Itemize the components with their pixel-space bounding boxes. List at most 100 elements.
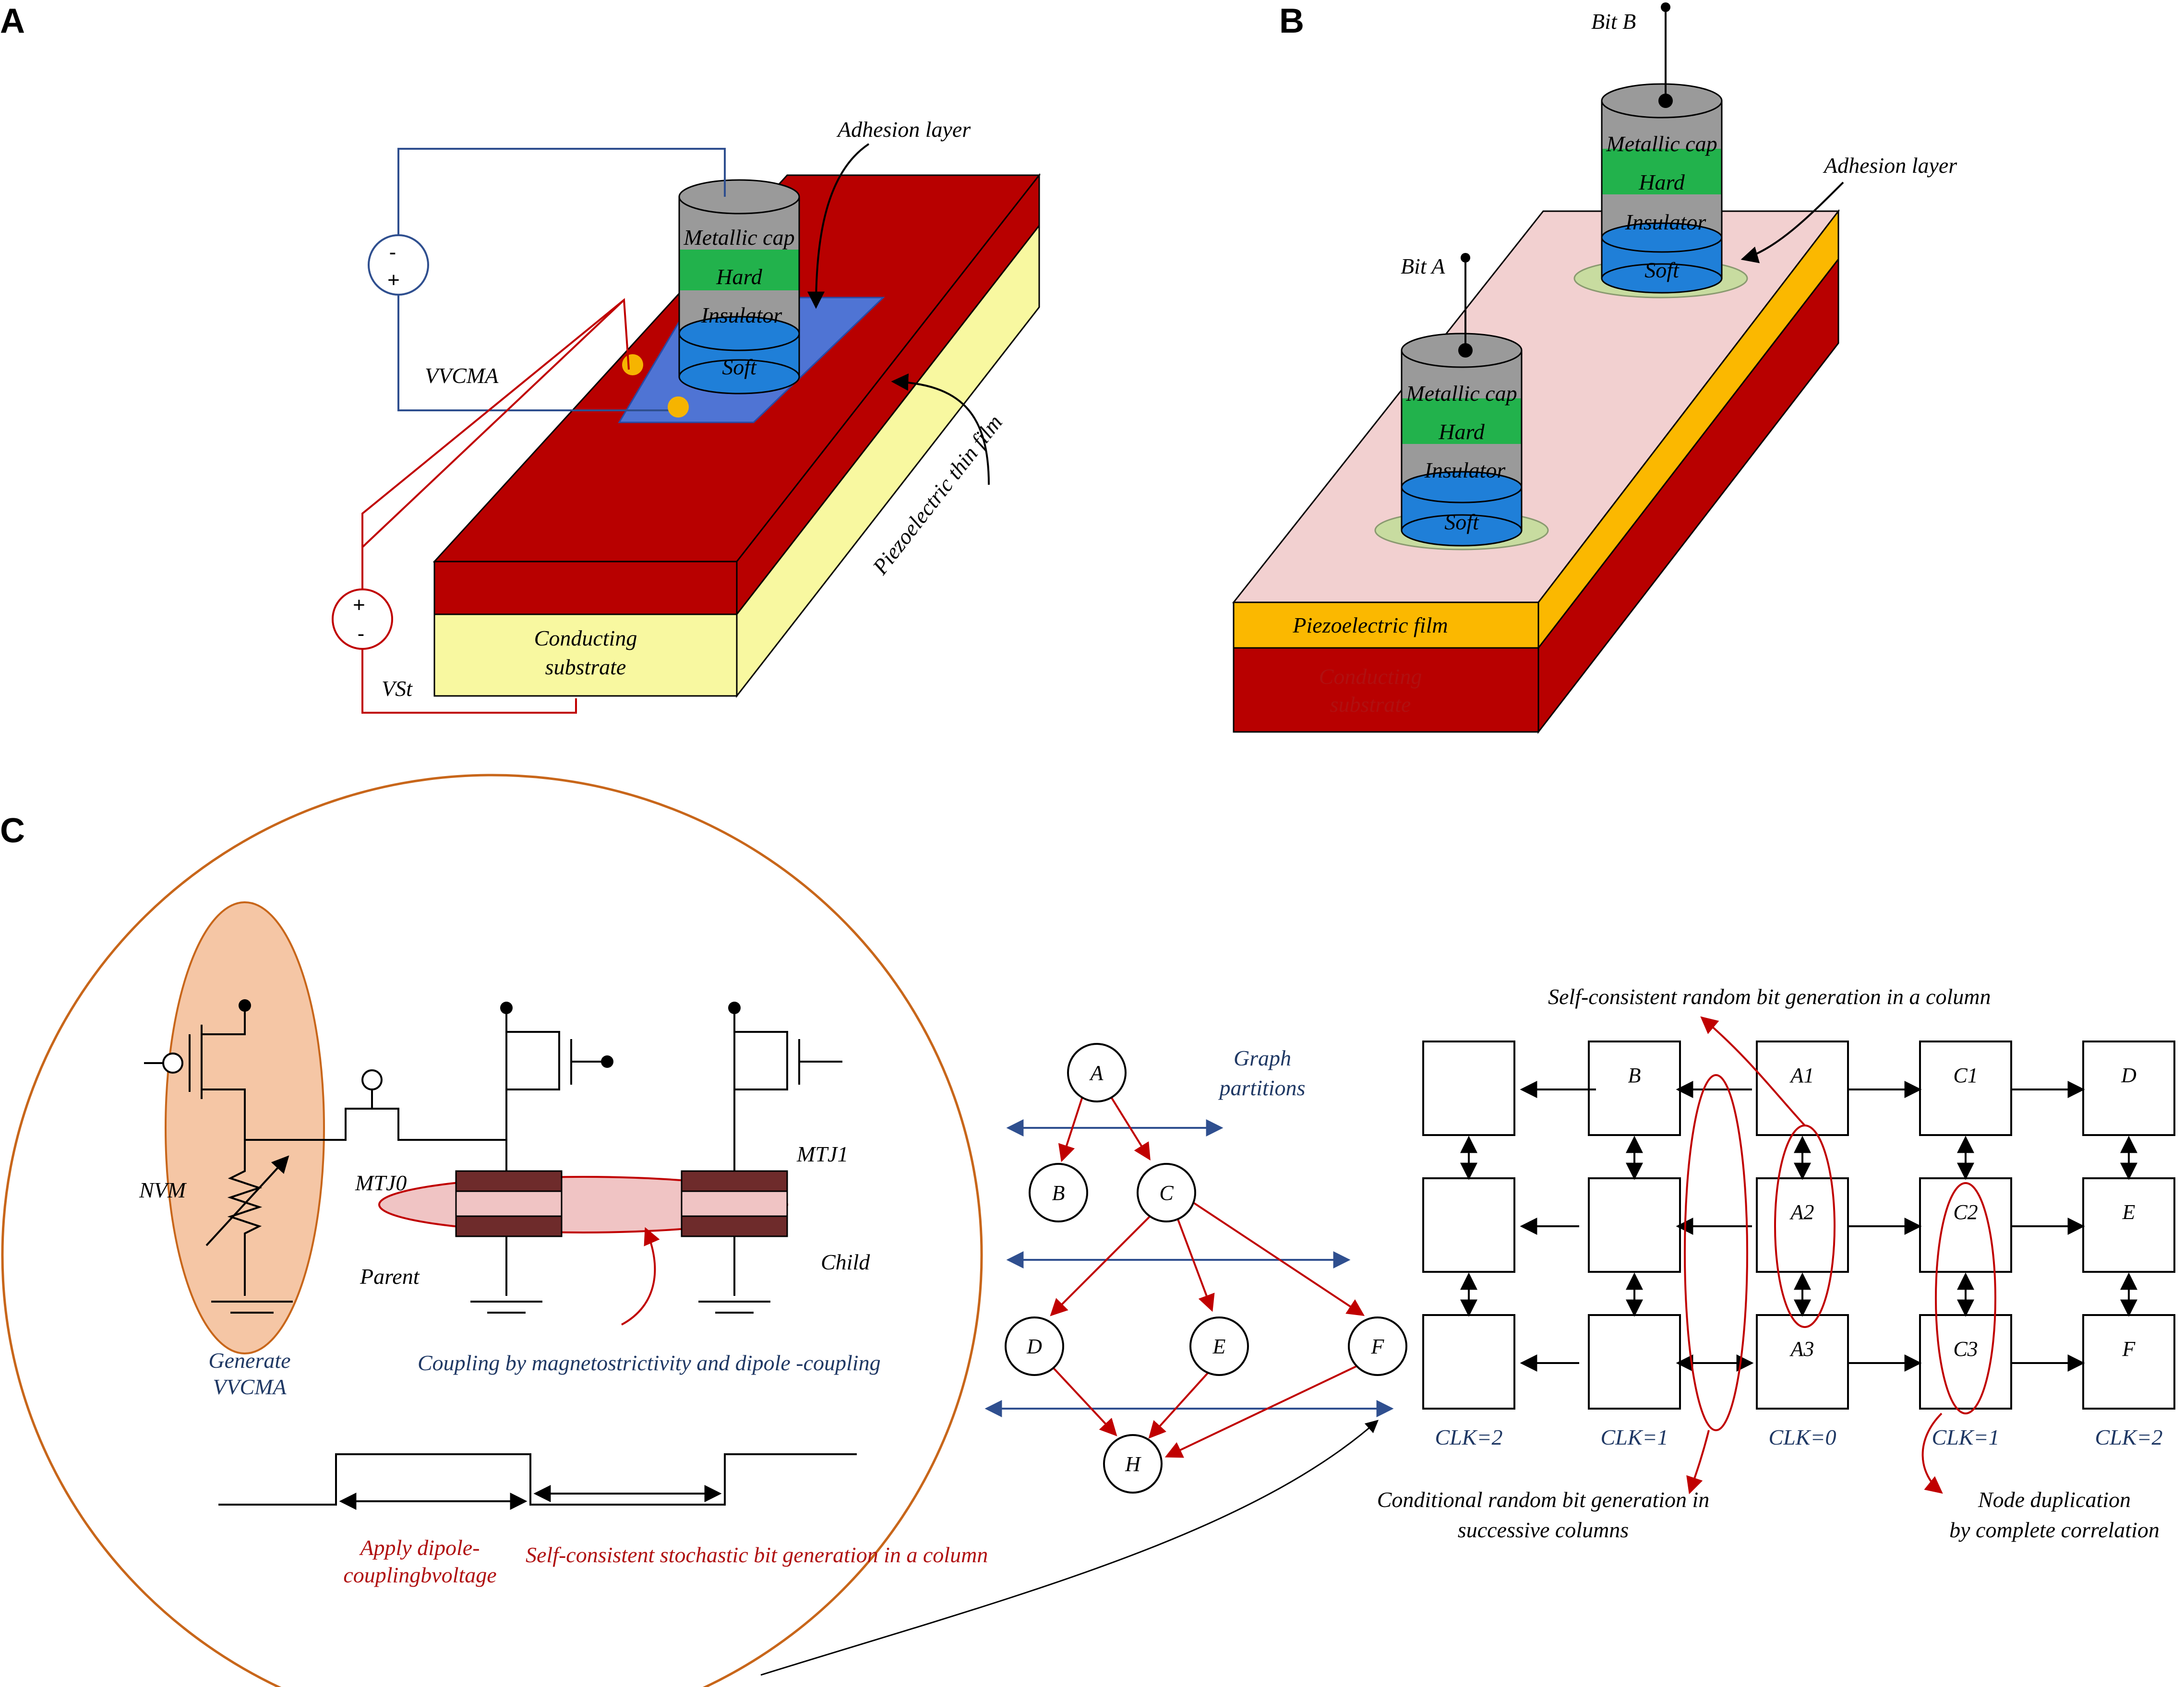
graph-node-label-a: A xyxy=(1089,1061,1104,1085)
hard-layer-b: Hard xyxy=(1638,170,1685,194)
generate-vvcma-1: Generate xyxy=(208,1348,290,1373)
graph-node-label-e: E xyxy=(1212,1335,1226,1358)
grid-cell xyxy=(1588,1314,1681,1410)
grid-cell xyxy=(2082,1177,2175,1273)
metallic-cap-a: Metallic cap xyxy=(683,225,794,250)
grid-cell xyxy=(1756,1314,1849,1410)
grid-cell xyxy=(1422,1314,1515,1410)
grid-cell xyxy=(1919,1314,2012,1410)
vvcma-circuit xyxy=(368,148,726,411)
clk-label-1: CLK=1 xyxy=(1601,1425,1668,1449)
duplication-label-2: by complete correlation xyxy=(1949,1518,2160,1542)
graph-node-label-h: H xyxy=(1125,1452,1141,1476)
grid-arrows xyxy=(1460,1081,2137,1372)
soft-layer-b: Soft xyxy=(1644,258,1680,282)
panel-label-a: A xyxy=(0,2,25,40)
generate-vvcma-2: VVCMA xyxy=(213,1375,287,1399)
parent-label: Parent xyxy=(360,1264,420,1289)
graph-node-e xyxy=(1189,1316,1249,1376)
grid-cell-label-a3: A3 xyxy=(1789,1337,1814,1361)
clk-label-2: CLK=0 xyxy=(1769,1425,1836,1449)
grid-cell xyxy=(1919,1177,2012,1273)
graph-node-label-f: F xyxy=(1371,1335,1385,1358)
grid-cell-label-b: B xyxy=(1628,1064,1641,1087)
mtj1 xyxy=(681,1170,788,1237)
panel-label-b: B xyxy=(1279,2,1304,40)
adhesion-label-a: Adhesion layer xyxy=(836,117,971,142)
apply-dipole-1: Apply dipole- xyxy=(359,1535,480,1560)
grid-cell-label-c2: C2 xyxy=(1953,1200,1978,1224)
contact-dot-2 xyxy=(668,396,689,418)
grid-cell xyxy=(1588,1177,1681,1273)
vst-source-minus: - xyxy=(358,622,365,646)
graph-node-label-d: D xyxy=(1026,1335,1042,1358)
hard-layer-a: Hard xyxy=(716,264,762,289)
bit-b-label: Bit B xyxy=(1591,9,1636,34)
vst-circuit xyxy=(332,298,630,714)
self-consistent-stochastic-label: Self-consistent stochastic bit generatio… xyxy=(526,1543,988,1567)
panel-c-circuit: NVM Generate VVCMA xyxy=(1,774,988,1687)
duplication-label-1: Node duplication xyxy=(1978,1487,2131,1512)
grid-cell-label-a2: A2 xyxy=(1789,1200,1814,1224)
panel-c-grid: Self-consistent random bit generation in… xyxy=(760,984,2175,1676)
vvcma-label: VVCMA xyxy=(425,363,499,388)
child-label: Child xyxy=(821,1250,870,1274)
graph-node-a xyxy=(1067,1043,1127,1102)
conditional-label-2: successive columns xyxy=(1458,1518,1629,1542)
graph-node-label-c: C xyxy=(1159,1181,1174,1205)
grid-cell-label-e: E xyxy=(2122,1200,2136,1224)
grid-cell xyxy=(1756,1041,1849,1136)
grid-cell xyxy=(2082,1314,2175,1410)
clk-label-4: CLK=2 xyxy=(2095,1425,2163,1449)
graph-partitions-2: partitions xyxy=(1218,1076,1306,1100)
graph-node-h xyxy=(1103,1434,1163,1494)
grid-cell xyxy=(1422,1041,1515,1136)
substrate-a-label-1: Conducting xyxy=(534,626,637,650)
panel-label-c: C xyxy=(0,812,25,850)
clk-label-0: CLK=2 xyxy=(1435,1425,1503,1449)
substrate-a-label-2: substrate xyxy=(545,655,626,679)
graph-node-f xyxy=(1348,1316,1407,1376)
voltage-waveform xyxy=(218,1453,857,1506)
circuit-enclosure xyxy=(1,774,983,1687)
adhesion-label-b: Adhesion layer xyxy=(1823,153,1957,178)
substrate-b-label-2: substrate xyxy=(1330,692,1411,717)
panel-c-graph: Graph partitions xyxy=(984,1046,1394,1458)
soft-layer-bit-a: Soft xyxy=(1444,510,1479,534)
slab-a-front-red xyxy=(433,561,738,615)
vvcma-source-plus: + xyxy=(387,268,400,292)
bit-a-label: Bit A xyxy=(1401,254,1445,278)
vst-label: VSt xyxy=(382,676,413,701)
vst-source-plus: + xyxy=(353,593,365,617)
graph-node-label-b: B xyxy=(1052,1181,1065,1205)
panel-b-device: Piezoelectric film Conducting substrate … xyxy=(1232,2,1957,734)
slab-b-front-orange xyxy=(1233,601,1539,649)
mtj-stack-bit-b: Metallic cap Hard Insulator Soft xyxy=(1573,2,1748,299)
metallic-cap-b: Metallic cap xyxy=(1606,132,1717,156)
grid-highlights xyxy=(1684,1016,1996,1495)
grid-cell-label-a1: A1 xyxy=(1789,1064,1814,1087)
variable-resistor xyxy=(205,1140,293,1314)
graph-node-c xyxy=(1137,1163,1196,1222)
conditional-label-1: Conditional random bit generation in xyxy=(1377,1487,1710,1512)
soft-layer-a: Soft xyxy=(722,355,757,379)
mtj0-transistor xyxy=(470,1008,605,1314)
grid-title: Self-consistent random bit generation in… xyxy=(1548,984,1991,1009)
piezo-film-label: Piezoelectric film xyxy=(1292,613,1448,637)
grid-cell-label-c3: C3 xyxy=(1953,1337,1978,1361)
graph-node-d xyxy=(1005,1316,1064,1376)
insulator-b: Insulator xyxy=(1625,210,1707,234)
slab-b-front-red xyxy=(1233,647,1539,733)
grid-cell-label-d: D xyxy=(2121,1064,2136,1087)
mtj1-transistor xyxy=(698,1008,842,1314)
coupling-label: Coupling by magnetostrictivity and dipol… xyxy=(418,1351,881,1375)
mtj0 xyxy=(455,1170,563,1237)
hard-layer-bit-a: Hard xyxy=(1438,419,1485,444)
contact-dot-1 xyxy=(622,354,643,375)
apply-dipole-2: couplingbvoltage xyxy=(343,1563,496,1587)
grid-cell xyxy=(1422,1177,1515,1273)
grid-cell-label-c1: C1 xyxy=(1953,1064,1978,1087)
clk-label-3: CLK=1 xyxy=(1932,1425,2000,1449)
